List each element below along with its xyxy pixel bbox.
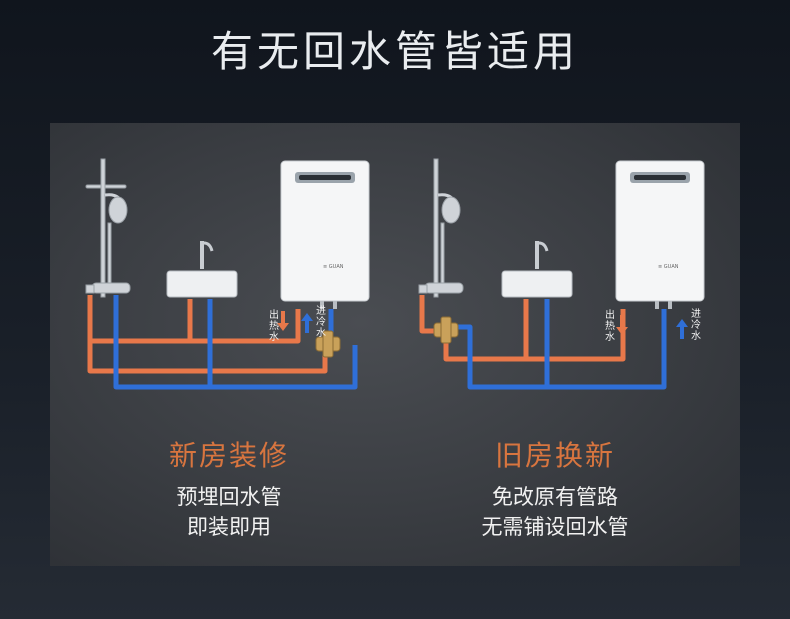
label-char: 热	[605, 321, 615, 332]
left-scene: ≡ GUAN	[85, 158, 370, 390]
shower-fixture-left	[85, 158, 131, 298]
basin-right	[501, 241, 573, 298]
label-char: 水	[269, 332, 279, 343]
installation-panel: ≡ GUAN	[50, 123, 740, 566]
left-description-line1: 预埋回水管	[176, 485, 282, 509]
water-heater-right: ≡ GUAN	[615, 160, 705, 309]
svg-text:≡ GUAN: ≡ GUAN	[323, 264, 344, 270]
mixing-valve-left	[315, 330, 341, 358]
cold-in-label-left: 进 冷 水	[315, 306, 327, 339]
left-description-line2: 即装即用	[187, 515, 271, 539]
hot-out-label-right: 出 热 水	[604, 310, 616, 343]
cold-in-arrow-left	[301, 313, 313, 333]
label-char: 进	[316, 306, 326, 317]
hot-out-arrow-left	[277, 311, 289, 331]
label-char: 出	[605, 310, 615, 321]
shower-fixture-right	[418, 158, 464, 298]
label-char: 冷	[691, 320, 701, 331]
label-char: 冷	[316, 317, 326, 328]
cold-in-arrow-right	[676, 319, 688, 339]
right-scene: ≡ GUAN	[418, 158, 705, 390]
right-description-line1: 免改原有管路	[492, 485, 618, 509]
page-title: 有无回水管皆适用	[210, 27, 579, 76]
label-char: 出	[269, 310, 279, 321]
label-char: 热	[269, 321, 279, 332]
cold-pipes-right	[454, 299, 667, 390]
right-heading: 旧房换新	[494, 439, 615, 472]
hot-out-label-left: 出 热 水	[268, 310, 280, 343]
label-char: 水	[316, 328, 326, 339]
water-heater-left: ≡ GUAN	[280, 160, 370, 309]
hot-out-arrow-right	[616, 315, 628, 335]
mixing-valve-right	[433, 316, 459, 344]
label-char: 水	[691, 331, 701, 342]
cold-in-label-right: 进 冷 水	[690, 309, 702, 342]
label-char: 进	[691, 309, 701, 320]
label-char: 水	[605, 332, 615, 343]
right-description-line2: 无需铺设回水管	[481, 515, 629, 539]
svg-text:≡ GUAN: ≡ GUAN	[658, 264, 679, 270]
basin-left	[166, 241, 238, 298]
left-heading: 新房装修	[168, 439, 289, 472]
installation-diagram: ≡ GUAN	[85, 158, 705, 390]
